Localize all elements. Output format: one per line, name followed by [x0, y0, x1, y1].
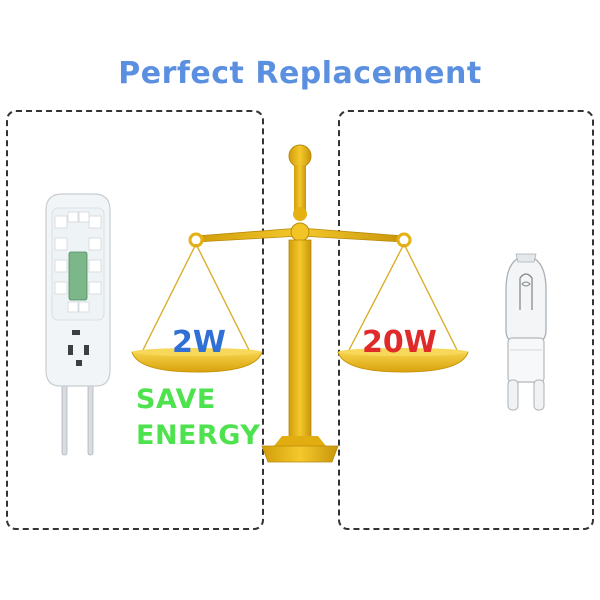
left-comparison-panel	[6, 110, 264, 530]
led-bulb-icon	[45, 193, 111, 456]
right-comparison-panel	[338, 110, 594, 530]
page-title: Perfect Replacement	[118, 56, 482, 91]
right-wattage-label: 20W	[362, 325, 437, 360]
left-wattage-label: 2W	[172, 325, 226, 360]
halogen-bulb-icon	[505, 253, 547, 411]
save-energy-label-line2: ENERGY	[136, 420, 261, 451]
save-energy-label-line1: SAVE	[136, 384, 216, 415]
